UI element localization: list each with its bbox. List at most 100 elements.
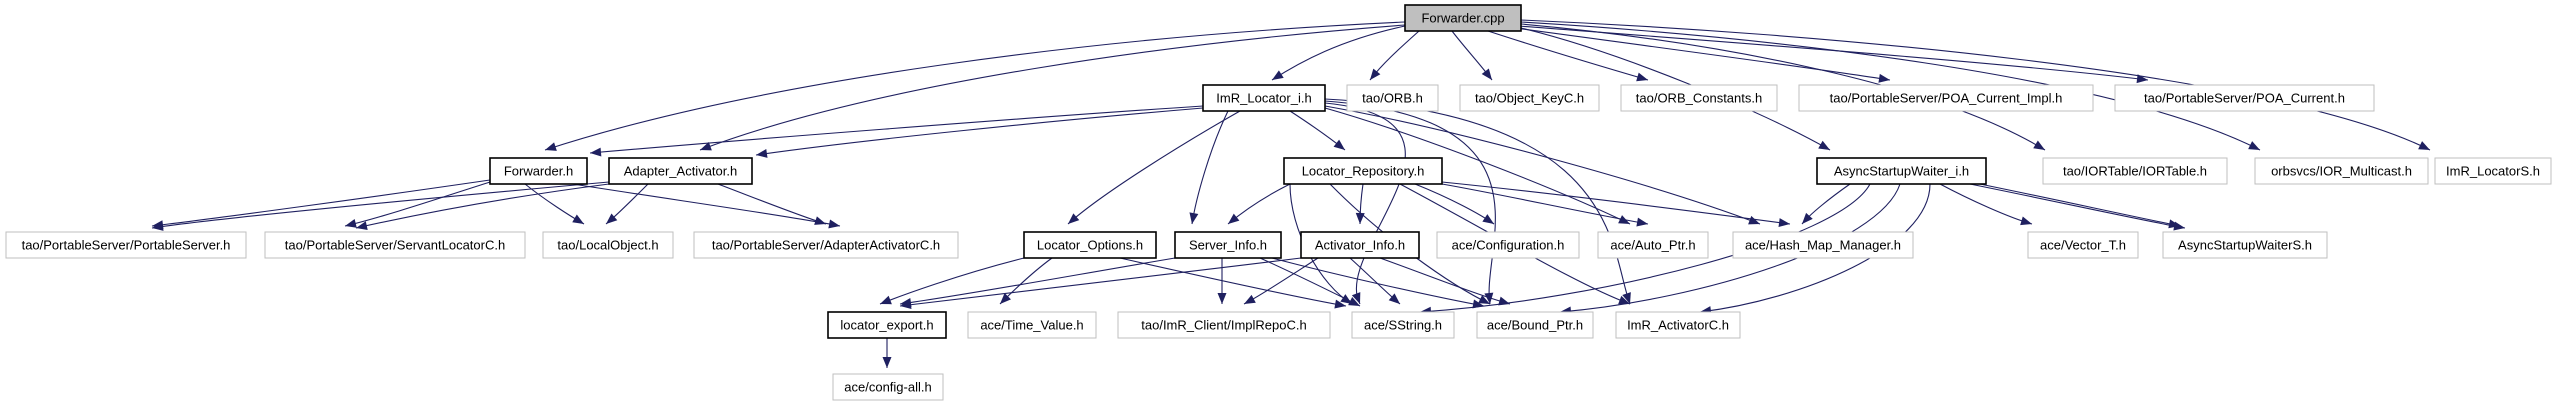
node-box <box>1615 311 1741 339</box>
edge-n19-to-n29 <box>1259 257 1361 307</box>
edge-n9-to-n23 <box>1441 181 1791 228</box>
arrow-head-icon <box>700 141 712 151</box>
graph-node-asyncstartupwaiter-i-h[interactable]: AsyncStartupWaiter_i.h <box>1816 157 1987 185</box>
node-box <box>542 231 674 259</box>
node-label: ace/config-all.h <box>844 379 931 394</box>
edge-n0-to-n1 <box>1271 25 1406 81</box>
graph-node-tao-portableserver-adapteractivatorc-h[interactable]: tao/PortableServer/AdapterActivatorC.h <box>693 231 959 259</box>
node-label: locator_export.h <box>840 317 933 332</box>
edge-n20-to-n28 <box>1243 257 1319 305</box>
edge-n0-to-n3 <box>1451 30 1493 81</box>
graph-node-ace-sstring-h[interactable]: ace/SString.h <box>1351 311 1455 339</box>
edge-n7-to-n15 <box>344 181 491 228</box>
arrow-head-icon <box>1334 299 1346 309</box>
edge-n19-to-n30 <box>1271 257 1485 309</box>
graph-node-tao-orb-constants-h[interactable]: tao/ORB_Constants.h <box>1620 84 1778 112</box>
graph-node-forwarder-cpp[interactable]: Forwarder.cpp <box>1404 4 1522 32</box>
arrow-head-icon <box>828 219 840 229</box>
graph-node-tao-portableserver-poa-current-impl-h[interactable]: tao/PortableServer/POA_Current_Impl.h <box>1798 84 2094 112</box>
edge-n0-to-n4 <box>1487 30 1649 82</box>
node-box <box>489 157 588 185</box>
node-box <box>827 311 947 339</box>
graph-node-imr-activatorc-h[interactable]: ImR_ActivatorC.h <box>1615 311 1741 339</box>
edge-n0-to-n2 <box>1369 30 1420 81</box>
edge-n18-to-n26 <box>879 257 1025 305</box>
graph-node-ace-auto-ptr-h[interactable]: ace/Auto_Ptr.h <box>1597 231 1709 259</box>
node-box <box>1798 84 2094 112</box>
graph-node-server-info-h[interactable]: Server_Info.h <box>1174 231 1282 259</box>
graph-node-ace-bound-ptr-h[interactable]: ace/Bound_Ptr.h <box>1476 311 1594 339</box>
node-label: ace/Auto_Ptr.h <box>1610 237 1695 252</box>
graph-node-activator-info-h[interactable]: Activator_Info.h <box>1300 231 1420 259</box>
edge-n18-to-n29 <box>1119 257 1347 309</box>
edge-n9-to-n20 <box>1355 183 1365 225</box>
edge-n20-to-n29 <box>1349 257 1401 305</box>
node-box <box>2162 231 2328 259</box>
graph-node-locator-options-h[interactable]: Locator_Options.h <box>1023 231 1157 259</box>
node-box <box>264 231 526 259</box>
graph-node-tao-localobject-h[interactable]: tao/LocalObject.h <box>542 231 674 259</box>
node-label: Server_Info.h <box>1189 237 1267 252</box>
node-label: ace/SString.h <box>1364 317 1442 332</box>
graph-node-tao-iortable-iortable-h[interactable]: tao/IORTable/IORTable.h <box>2042 157 2228 185</box>
arrow-head-icon <box>1636 217 1648 227</box>
edge-n7-to-n16 <box>524 183 585 225</box>
graph-node-tao-portableserver-portableserver-h[interactable]: tao/PortableServer/PortableServer.h <box>5 231 247 259</box>
graph-node-tao-portableserver-poa-current-h[interactable]: tao/PortableServer/POA_Current.h <box>2114 84 2375 112</box>
arrow-head-icon <box>590 147 602 157</box>
node-label: ace/Time_Value.h <box>980 317 1083 332</box>
node-box <box>1816 157 1987 185</box>
node-box <box>1300 231 1420 259</box>
edge-n0-to-n10 <box>1520 27 1831 151</box>
graph-node-adapter-activator-h[interactable]: Adapter_Activator.h <box>608 157 753 185</box>
graph-node-tao-orb-h[interactable]: tao/ORB.h <box>1346 84 1439 112</box>
node-box <box>2114 84 2375 112</box>
arrow-head-icon <box>880 295 892 305</box>
edge-n10-to-n24 <box>1939 183 2033 226</box>
graph-node-ace-vector-t-h[interactable]: ace/Vector_T.h <box>2027 231 2139 259</box>
graph-node-ace-config-all-h[interactable]: ace/config-all.h <box>832 373 944 401</box>
node-box <box>1351 311 1455 339</box>
node-box <box>5 231 247 259</box>
graph-node-locator-export-h[interactable]: locator_export.h <box>827 311 947 339</box>
node-box <box>1404 4 1522 32</box>
graph-node-ace-configuration-h[interactable]: ace/Configuration.h <box>1436 231 1580 259</box>
arrow-head-icon <box>1388 293 1400 304</box>
arrow-head-icon <box>1244 294 1256 304</box>
node-label: ace/Bound_Ptr.h <box>1487 317 1583 332</box>
arrow-head-icon <box>1878 73 1890 83</box>
edge-n1-to-n23 <box>1324 105 1761 225</box>
edge-n19-to-n28 <box>1217 258 1227 304</box>
node-box <box>1459 84 1600 112</box>
arrow-head-icon <box>1189 212 1199 224</box>
node-box <box>1597 231 1709 259</box>
node-box <box>1620 84 1778 112</box>
graph-node-tao-imr-client-implrepoc-h[interactable]: tao/ImR_Client/ImplRepoC.h <box>1117 311 1331 339</box>
graph-node-tao-object-keyc-h[interactable]: tao/Object_KeyC.h <box>1459 84 1600 112</box>
graph-node-ace-time-value-h[interactable]: ace/Time_Value.h <box>967 311 1097 339</box>
graph-node-tao-portableserver-servantlocatorc-h[interactable]: tao/PortableServer/ServantLocatorC.h <box>264 231 526 259</box>
node-label: tao/ImR_Client/ImplRepoC.h <box>1141 317 1306 332</box>
graph-node-ace-hash-map-manager-h[interactable]: ace/Hash_Map_Manager.h <box>1732 231 1914 259</box>
node-box <box>1732 231 1914 259</box>
graph-node-asyncstartupwaiters-h[interactable]: AsyncStartupWaiterS.h <box>2162 231 2328 259</box>
arrow-head-icon <box>1622 292 1631 304</box>
arrow-head-icon <box>1068 213 1080 224</box>
arrow-head-icon <box>1618 215 1630 224</box>
graph-node-imr-locator-i-h[interactable]: ImR_Locator_i.h <box>1202 84 1326 112</box>
node-label: orbsvcs/IOR_Multicast.h <box>2271 163 2412 178</box>
arrow-head-icon <box>1482 214 1494 224</box>
graph-node-forwarder-h[interactable]: Forwarder.h <box>489 157 588 185</box>
node-label: tao/IORTable/IORTable.h <box>2063 163 2207 178</box>
graph-node-orbsvcs-ior-multicast-h[interactable]: orbsvcs/IOR_Multicast.h <box>2254 157 2429 185</box>
node-label: tao/PortableServer/POA_Current.h <box>2144 90 2345 105</box>
arrow-head-icon <box>2033 140 2045 150</box>
graph-node-imr-locators-h[interactable]: ImR_LocatorS.h <box>2434 157 2552 185</box>
graph-node-locator-repository-h[interactable]: Locator_Repository.h <box>1283 157 1443 185</box>
node-label: tao/PortableServer/ServantLocatorC.h <box>285 237 505 252</box>
edge-n8-to-n15 <box>355 183 610 231</box>
arrow-head-icon <box>356 221 368 231</box>
node-label: tao/PortableServer/AdapterActivatorC.h <box>712 237 940 252</box>
